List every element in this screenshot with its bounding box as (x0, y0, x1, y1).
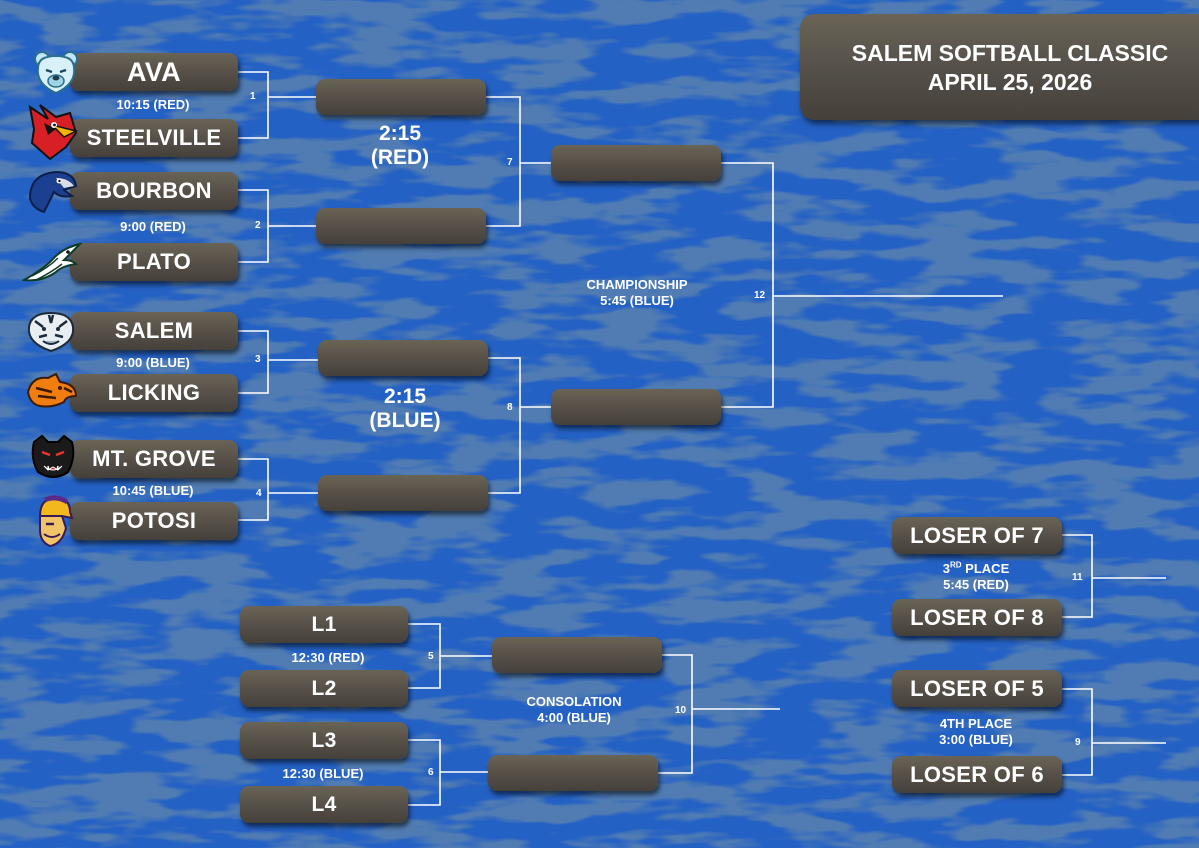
slot-l4: L4 (240, 786, 408, 823)
championship-label: CHAMPIONSHIP 5:45 (BLUE) (586, 277, 687, 309)
slot-l1: L1 (240, 606, 408, 643)
event-title: SALEM SOFTBALL CLASSIC (851, 40, 1169, 66)
winner-game-7-slot (551, 145, 721, 181)
third-place-title: 3RD PLACE (943, 561, 1009, 577)
game-12-number: 12 (754, 290, 766, 301)
game-3-number: 3 (255, 354, 261, 365)
game-6-time: 12:30 (BLUE) (282, 766, 364, 781)
game-10-number: 10 (675, 705, 687, 716)
wildcat-mascot-icon (26, 372, 78, 408)
winner-game-6-slot (488, 755, 658, 791)
third-place-label: 3RD PLACE 5:45 (RED) (943, 561, 1009, 593)
game-1-time: 10:15 (RED) (116, 97, 190, 112)
consolation-label: CONSOLATION 4:00 (BLUE) (526, 694, 621, 726)
team-slot-bourbon: BOURBON (70, 172, 238, 210)
game-8-number: 8 (507, 402, 513, 413)
bear-mascot-icon (34, 51, 78, 95)
title-banner: SALEM SOFTBALL CLASSIC APRIL 25, 2026 (800, 14, 1199, 120)
third-place-sup: RD (950, 560, 962, 570)
consolation-time: 4:00 (BLUE) (537, 710, 611, 725)
team-slot-steelville: STEELVILLE (70, 119, 238, 157)
slot-loser-of-7: LOSER OF 7 (892, 517, 1062, 554)
game-2-time: 9:00 (RED) (120, 219, 186, 234)
panther-mascot-icon (31, 434, 75, 478)
game-5-time: 12:30 (RED) (291, 650, 365, 665)
slot-loser-of-6: LOSER OF 6 (892, 756, 1062, 793)
game-8-time: 2:15 (BLUE) (369, 385, 440, 433)
team-slot-potosi: POTOSI (70, 502, 238, 540)
slot-l2: L2 (240, 670, 408, 707)
trojan-mascot-icon (38, 495, 74, 548)
game-8-time-line1: 2:15 (383, 385, 427, 408)
game-3-time: 9:00 (BLUE) (116, 355, 190, 370)
event-date: APRIL 25, 2026 (927, 69, 1093, 95)
game-7-time: 2:15 (RED) (371, 122, 429, 170)
game-7-time-line2: (RED) (370, 146, 430, 169)
cardinal-mascot-icon (28, 104, 79, 161)
game-5-number: 5 (428, 651, 434, 662)
slot-l3: L3 (240, 722, 408, 759)
third-place-prefix: 3 (942, 561, 950, 576)
fourth-place-label: 4TH PLACE 3:00 (BLUE) (939, 716, 1013, 748)
team-slot-mt-grove: MT. GROVE (70, 440, 238, 478)
winner-game-4-slot (318, 475, 488, 511)
game-7-number: 7 (507, 157, 513, 168)
winner-game-5-slot (492, 637, 662, 673)
championship-time: 5:45 (BLUE) (600, 293, 674, 308)
game-9-number: 9 (1075, 737, 1081, 748)
game-1-number: 1 (250, 91, 256, 102)
game-2-number: 2 (255, 220, 261, 231)
championship-title: CHAMPIONSHIP (586, 277, 688, 292)
fourth-place-time: 3:00 (BLUE) (939, 732, 1013, 747)
team-slot-licking: LICKING (70, 374, 238, 412)
winner-game-8-slot (551, 389, 721, 425)
game-8-time-line2: (BLUE) (369, 409, 441, 432)
team-slot-salem: SALEM (70, 312, 238, 350)
game-4-time: 10:45 (BLUE) (112, 483, 194, 498)
game-7-time-line1: 2:15 (378, 122, 422, 145)
winner-game-3-slot (318, 340, 488, 376)
third-place-time: 5:45 (RED) (943, 577, 1009, 592)
winner-game-1-slot (316, 79, 486, 115)
game-11-number: 11 (1072, 572, 1083, 583)
slot-loser-of-5: LOSER OF 5 (892, 670, 1062, 707)
team-slot-plato: PLATO (70, 243, 238, 281)
game-4-number: 4 (256, 488, 262, 499)
slot-loser-of-8: LOSER OF 8 (892, 599, 1062, 636)
tiger-mascot-icon (27, 311, 75, 353)
eagle-mascot-icon (22, 242, 82, 282)
third-place-suffix: PLACE (961, 561, 1010, 576)
game-6-number: 6 (428, 767, 434, 778)
team-slot-ava: AVA (70, 53, 238, 91)
eagle-mascot-icon (28, 170, 78, 214)
winner-game-2-slot (316, 208, 486, 244)
fourth-place-title: 4TH PLACE (939, 716, 1013, 731)
consolation-title: CONSOLATION (526, 694, 622, 709)
